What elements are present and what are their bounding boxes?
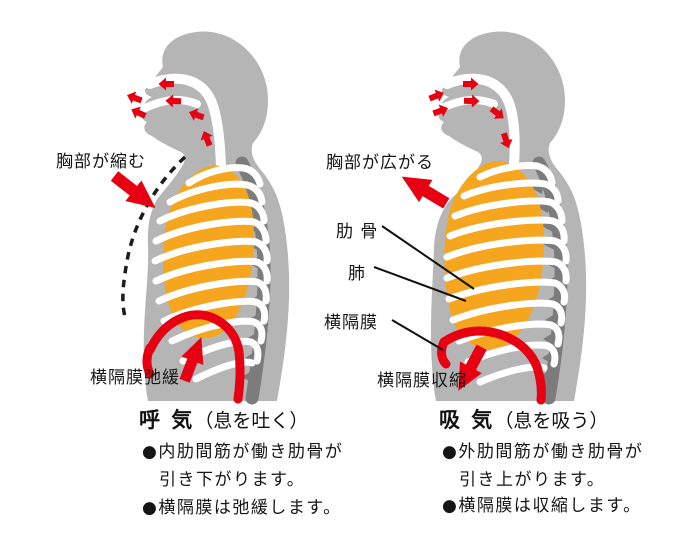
airway-nose — [442, 73, 520, 169]
diaphragm-curve-relaxed — [142, 310, 245, 404]
exhalation-title: 呼 気 — [139, 408, 195, 432]
exhalation-title-note: （息を吐く） — [194, 410, 309, 432]
exhalation-bullet-1: ●内肋間筋が働き肋骨が — [142, 442, 344, 462]
inhalation-title: 吸 気 — [439, 408, 495, 432]
airway-nose — [145, 73, 226, 171]
inhalation-bullet-1-cont: 引き上がります。 — [459, 470, 606, 490]
diaphragm-curve-contracted — [437, 326, 546, 405]
dashed-chest-outline — [121, 155, 187, 318]
leader-lines — [373, 225, 475, 351]
inhalation-figure — [373, 31, 587, 405]
exhalation-bullet-2: ●横隔膜は弛緩します。 — [142, 498, 342, 518]
inhalation-bullet-2: ●横隔膜は収縮します。 — [442, 496, 642, 516]
exhalation-bullet-1-cont: 引き下がります。 — [159, 470, 306, 490]
exhalation-heading: 呼 気（息を吐く） — [139, 404, 308, 434]
rib-leader-line — [381, 225, 475, 290]
diaphragm-relaxed-label: 横隔膜弛緩 — [90, 368, 180, 388]
diaphragm-label: 横隔膜 — [324, 313, 378, 333]
inhalation-bullet-1: ●外肋間筋が働き肋骨が — [442, 442, 644, 462]
exhalation-figure — [106, 31, 290, 404]
inhalation-heading: 吸 気（息を吸う） — [439, 404, 608, 434]
chest-shrinks-label: 胸部が縮む — [56, 152, 146, 172]
diaphragm-contracted-label: 横隔膜収縮 — [377, 371, 467, 391]
lung-leader-line — [373, 266, 467, 302]
rib-lines — [151, 164, 271, 383]
inhalation-title-note: （息を吸う） — [494, 410, 609, 432]
diaphragm-leader-line — [391, 319, 444, 351]
lung-label: 肺 — [348, 264, 366, 284]
chest-expands-label: 胸部が広がる — [326, 153, 434, 173]
rib-label: 肋 骨 — [336, 222, 379, 242]
